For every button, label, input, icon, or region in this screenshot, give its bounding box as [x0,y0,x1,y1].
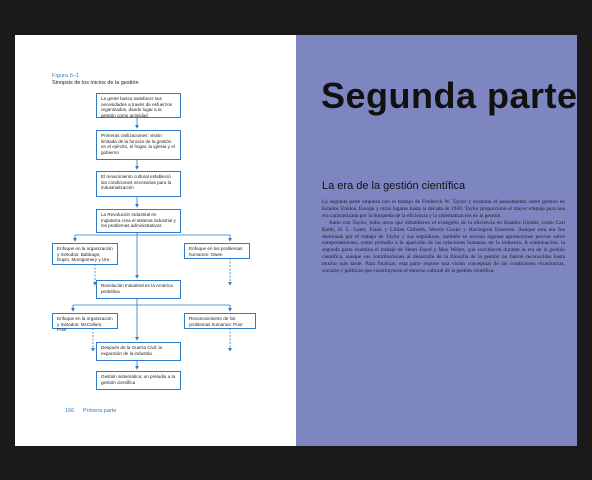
flow-box-systematic-management: Gestión sistemática: un preludio a la ge… [96,371,181,390]
flow-box-human-problems-owen: Enfoque en los problemas humanos: Owen [184,243,250,259]
body-text: La segunda parte empieza con el trabajo … [322,199,565,275]
section-heading: La era de la gestión científica [322,180,466,192]
part-title: Segunda parte [321,75,578,116]
paragraph-2: Junto con Taylor, hubo otros que difundi… [322,219,565,275]
page-number: 166 [65,408,75,414]
book-spread: Figura 6–1 Sinopsis de los inicios de la… [15,35,577,446]
right-page: Segunda parte La era de la gestión cient… [296,35,577,446]
flowchart-connectors [71,117,232,370]
figure-label: Figura 6–1 [52,73,80,79]
flow-box-industrial-revolution-america: Revolución Industrial en la América preb… [96,280,181,299]
figure-title: Sinopsis de los inicios de la gestión [52,80,139,86]
flow-box-industrial-revolution-england: La Revolución Industrial en Inglaterra c… [96,209,181,233]
paragraph-1: La segunda parte empieza con el trabajo … [322,199,565,219]
flow-box-human-problems-poor: Reconocimiento de los problemas humanos:… [184,313,256,329]
flow-box-organization-methods-2: Enfoque en la organización y métodos: Mc… [52,313,118,332]
flow-box-organization-methods-1: Enfoque en la organización y métodos: Ba… [52,243,118,265]
flow-box-after-civil-war: Después de la Guerra Civil: la expansión… [96,342,181,361]
flow-box-needs: La gente busca satisfacer sus necesidade… [96,93,181,118]
flow-box-early-civilizations: Primeras civilizaciones: visión limitada… [96,130,181,160]
running-footer: Primera parte [83,408,117,414]
flow-box-renaissance: El renacimiento cultural estableció las … [96,171,181,197]
left-page: Figura 6–1 Sinopsis de los inicios de la… [15,35,296,446]
